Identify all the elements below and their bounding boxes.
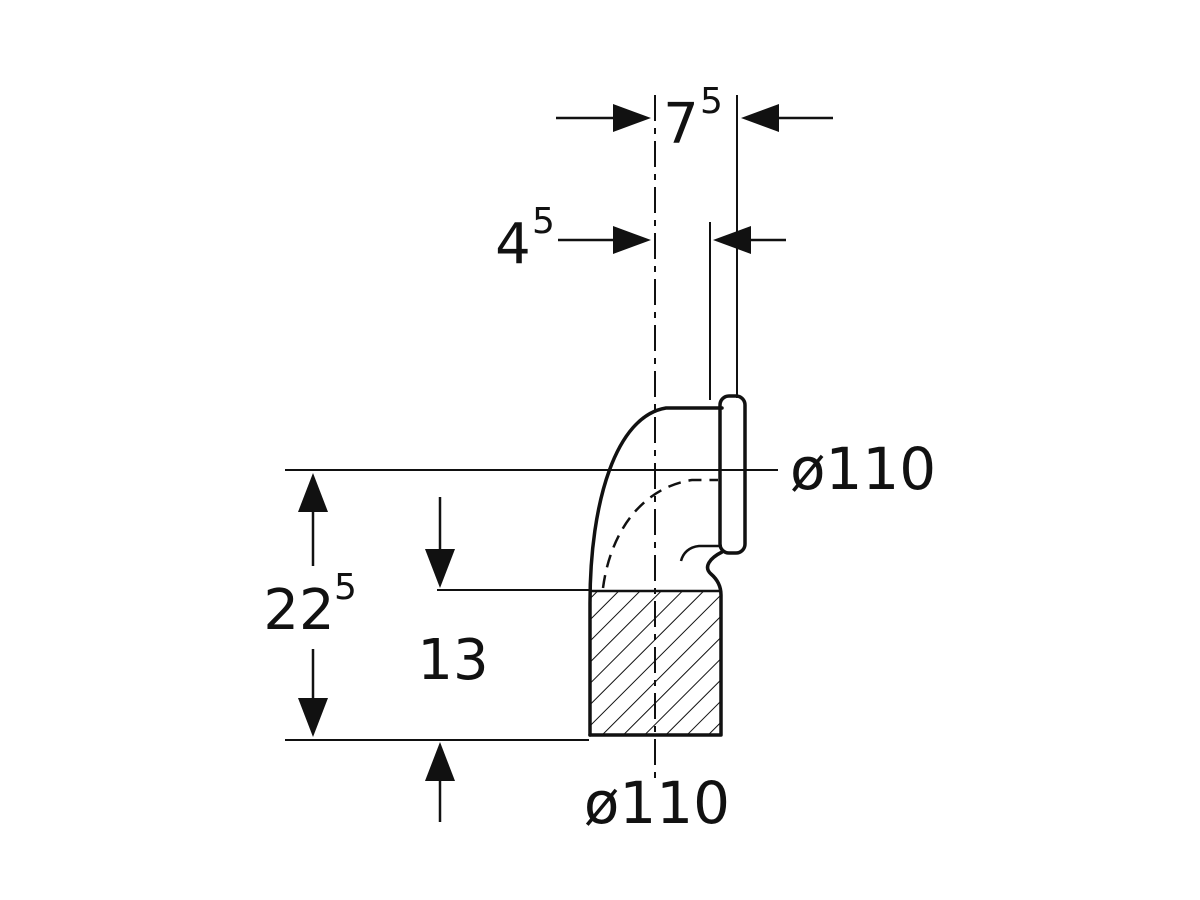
dim-socket-inset: 4 5 (495, 201, 786, 277)
socket-diameter-label: ø110 (790, 435, 936, 503)
arrowhead-right-icon (613, 104, 651, 132)
outlet-diameter-label: ø110 (584, 769, 730, 837)
dim-socket-inset-superscript: 5 (532, 201, 555, 242)
dim-socket-inset-value: 4 (495, 212, 531, 277)
dim-lower-height-value: 13 (417, 628, 488, 693)
arrowhead-down-icon (425, 549, 455, 588)
arrowhead-left-icon (713, 226, 751, 254)
arrowhead-down-icon (298, 698, 328, 737)
dim-lower-height: 13 (417, 497, 489, 822)
dim-top-width: 7 5 (556, 81, 833, 157)
elbow-fitting (588, 394, 747, 737)
dim-overall-height: 22 5 (263, 473, 357, 737)
inner-bore-hidden-line (601, 478, 718, 589)
socket-underside-edge (679, 544, 722, 562)
arrowhead-up-icon (298, 473, 328, 512)
elbow-right-profile (588, 550, 724, 737)
elbow-outer-profile (588, 406, 724, 737)
dim-overall-height-value: 22 (263, 578, 334, 643)
dim-top-width-value: 7 (663, 92, 699, 157)
arrowhead-up-icon (425, 742, 455, 781)
dim-top-width-superscript: 5 (700, 81, 723, 122)
socket-flange (718, 394, 747, 555)
arrowhead-right-icon (613, 226, 651, 254)
dim-overall-height-superscript: 5 (334, 567, 357, 608)
arrowhead-left-icon (741, 104, 779, 132)
